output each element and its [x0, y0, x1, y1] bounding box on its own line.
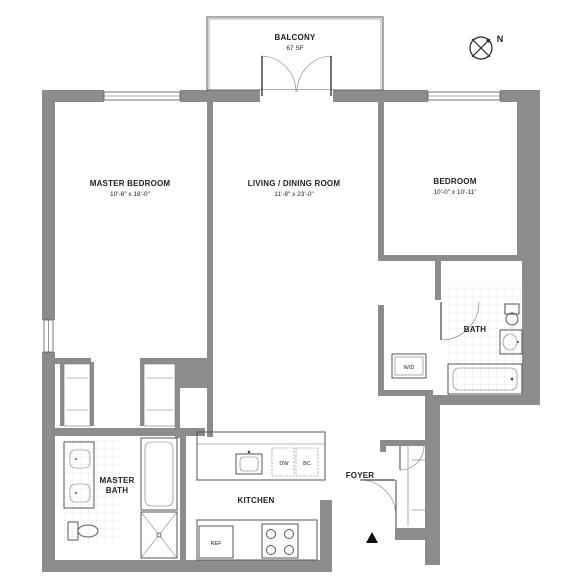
balcony-size: 67 SF	[286, 45, 303, 52]
master-bath-fixtures	[63, 437, 178, 559]
kitchen-fixtures	[196, 431, 326, 561]
entrance-marker-icon	[366, 532, 378, 543]
dishwasher-label: DW	[279, 461, 289, 467]
master-bath-floor	[64, 438, 120, 544]
windows	[43, 91, 501, 353]
bath-name: BATH	[464, 325, 486, 334]
bath-floor	[447, 286, 522, 396]
north-compass-icon	[469, 36, 493, 60]
master-bath-line1: MASTER	[100, 476, 135, 485]
exterior-walls	[42, 90, 540, 572]
entry-door[interactable]	[359, 445, 425, 528]
refrigerator-label: REF	[211, 541, 223, 547]
foyer-name: FOYER	[346, 471, 375, 480]
living-dining-name: LIVING / DINING ROOM	[248, 179, 341, 188]
master-bedroom-name: MASTER BEDROOM	[90, 179, 171, 188]
bedroom-name: BEDROOM	[433, 177, 476, 186]
interior-walls	[55, 102, 522, 568]
balcony-doors[interactable]	[260, 55, 333, 102]
master-bedroom-dims: 10'-6" x 18'-0"	[110, 191, 151, 198]
bedroom-dims: 10'-0" x 10'-11"	[433, 189, 477, 196]
master-closet-doors[interactable]	[63, 363, 176, 427]
balcony	[206, 16, 384, 91]
living-dining-dims: 11'-8" x 23'-0"	[274, 191, 314, 198]
washer-dryer-label: W/D	[404, 365, 415, 371]
master-bath-line2: BATH	[106, 486, 128, 495]
balcony-name: BALCONY	[275, 33, 316, 42]
compass-label: N	[497, 34, 504, 44]
cabinet-label: BC	[303, 461, 311, 467]
kitchen-name: KITCHEN	[238, 496, 275, 505]
washer-dryer[interactable]	[391, 353, 427, 379]
bath-fixtures	[440, 301, 523, 395]
